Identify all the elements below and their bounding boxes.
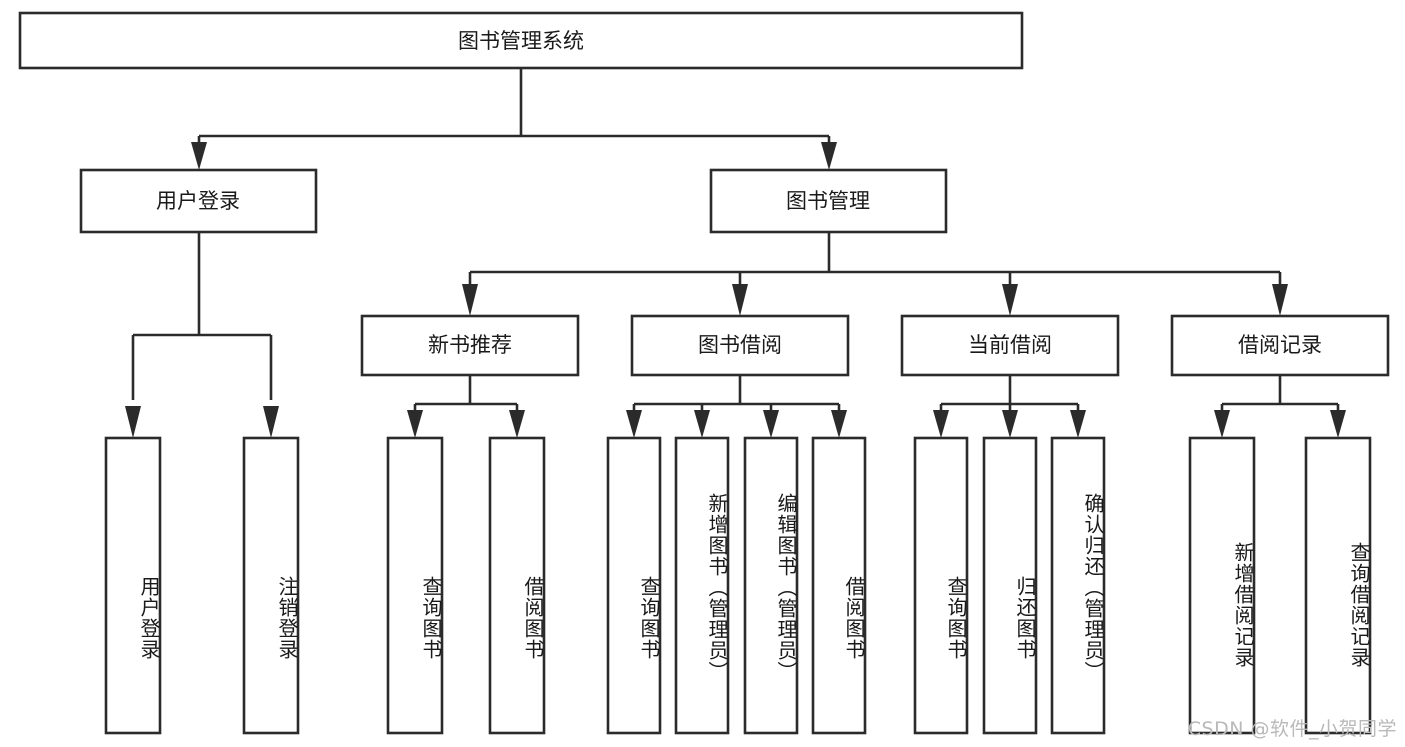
node-book-management-label: 图书管理 (786, 189, 870, 213)
arrow-head-user-login (191, 142, 207, 170)
node-leaf-logout-login-box[interactable] (242, 436, 300, 735)
arrow-head-borrow-record (1272, 284, 1288, 316)
node-borrow-record[interactable]: 借阅记录 (1170, 314, 1390, 377)
node-user-login-box[interactable] (79, 168, 318, 234)
connector-group-book-management (462, 232, 1288, 316)
arrow-head-leaf-query-book-1 (407, 410, 423, 438)
arrow-head-leaf-add-book (694, 410, 710, 438)
node-leaf-borrow-book-2-box[interactable] (811, 436, 867, 735)
node-leaf-confirm-return-box[interactable] (1050, 436, 1106, 735)
node-current-borrow-box[interactable] (900, 314, 1120, 377)
connector-group-root (191, 68, 837, 170)
node-borrow-record-label: 借阅记录 (1238, 333, 1322, 357)
node-root-system[interactable]: 图书管理系统 (18, 11, 1024, 70)
arrow-head-leaf-query-book-2 (626, 410, 642, 438)
node-leaf-query-book-2-box[interactable] (606, 436, 662, 735)
node-leaf-edit-book-box[interactable] (743, 436, 799, 735)
arrow-head-leaf-query-book-3 (933, 410, 949, 438)
connector-group-current-borrow (933, 375, 1086, 438)
connector-group-user-login (125, 232, 279, 438)
arrow-head-leaf-query-record (1330, 410, 1346, 438)
arrow-head-leaf-logout-login (263, 406, 279, 438)
node-new-book-recommend-label: 新书推荐 (428, 333, 512, 357)
connector-group-book-borrow (626, 375, 847, 438)
node-leaf-add-book-box[interactable] (674, 436, 730, 735)
arrow-head-leaf-add-record (1214, 410, 1230, 438)
node-leaf-query-book-1-box[interactable] (386, 436, 444, 735)
node-book-borrow[interactable]: 图书借阅 (630, 314, 850, 377)
arrow-head-leaf-user-login (125, 406, 141, 438)
arrow-head-leaf-return-book (1002, 410, 1018, 438)
arrow-head-book-management (821, 142, 837, 170)
arrow-head-leaf-borrow-book-2 (831, 410, 847, 438)
node-leaf-query-book-3-box[interactable] (913, 436, 969, 735)
node-user-login[interactable]: 用户登录 (79, 168, 318, 234)
node-leaf-user-login-box[interactable] (104, 436, 162, 735)
node-leaf-borrow-book-1-box[interactable] (488, 436, 546, 735)
connector-group-borrow-record (1214, 375, 1346, 438)
node-book-borrow-box[interactable] (630, 314, 850, 377)
node-book-borrow-label: 图书借阅 (698, 333, 782, 357)
arrow-head-book-borrow (732, 284, 748, 316)
node-current-borrow[interactable]: 当前借阅 (900, 314, 1120, 377)
arrow-head-current-borrow (1002, 284, 1018, 316)
arrow-head-leaf-edit-book (763, 410, 779, 438)
node-leaf-return-book-box[interactable] (982, 436, 1038, 735)
node-new-book-recommend[interactable]: 新书推荐 (360, 314, 580, 377)
arrow-head-leaf-confirm-return (1070, 410, 1086, 438)
arrow-head-new-book-recommend (462, 284, 478, 316)
node-book-management[interactable]: 图书管理 (709, 168, 948, 234)
node-root-system-box[interactable] (18, 11, 1024, 70)
node-new-book-recommend-box[interactable] (360, 314, 580, 377)
node-user-login-label: 用户登录 (156, 189, 240, 213)
connector-group-new-book-recommend (407, 375, 525, 438)
node-current-borrow-label: 当前借阅 (968, 333, 1052, 357)
watermark-text: CSDN @软件_小贺同学 (1187, 718, 1397, 740)
arrow-head-leaf-borrow-book-1 (509, 410, 525, 438)
node-leaf-query-record-box[interactable] (1304, 436, 1372, 735)
node-root-system-label: 图书管理系统 (458, 29, 584, 53)
node-borrow-record-box[interactable] (1170, 314, 1390, 377)
node-leaf-add-record-box[interactable] (1188, 436, 1256, 735)
node-book-management-box[interactable] (709, 168, 948, 234)
